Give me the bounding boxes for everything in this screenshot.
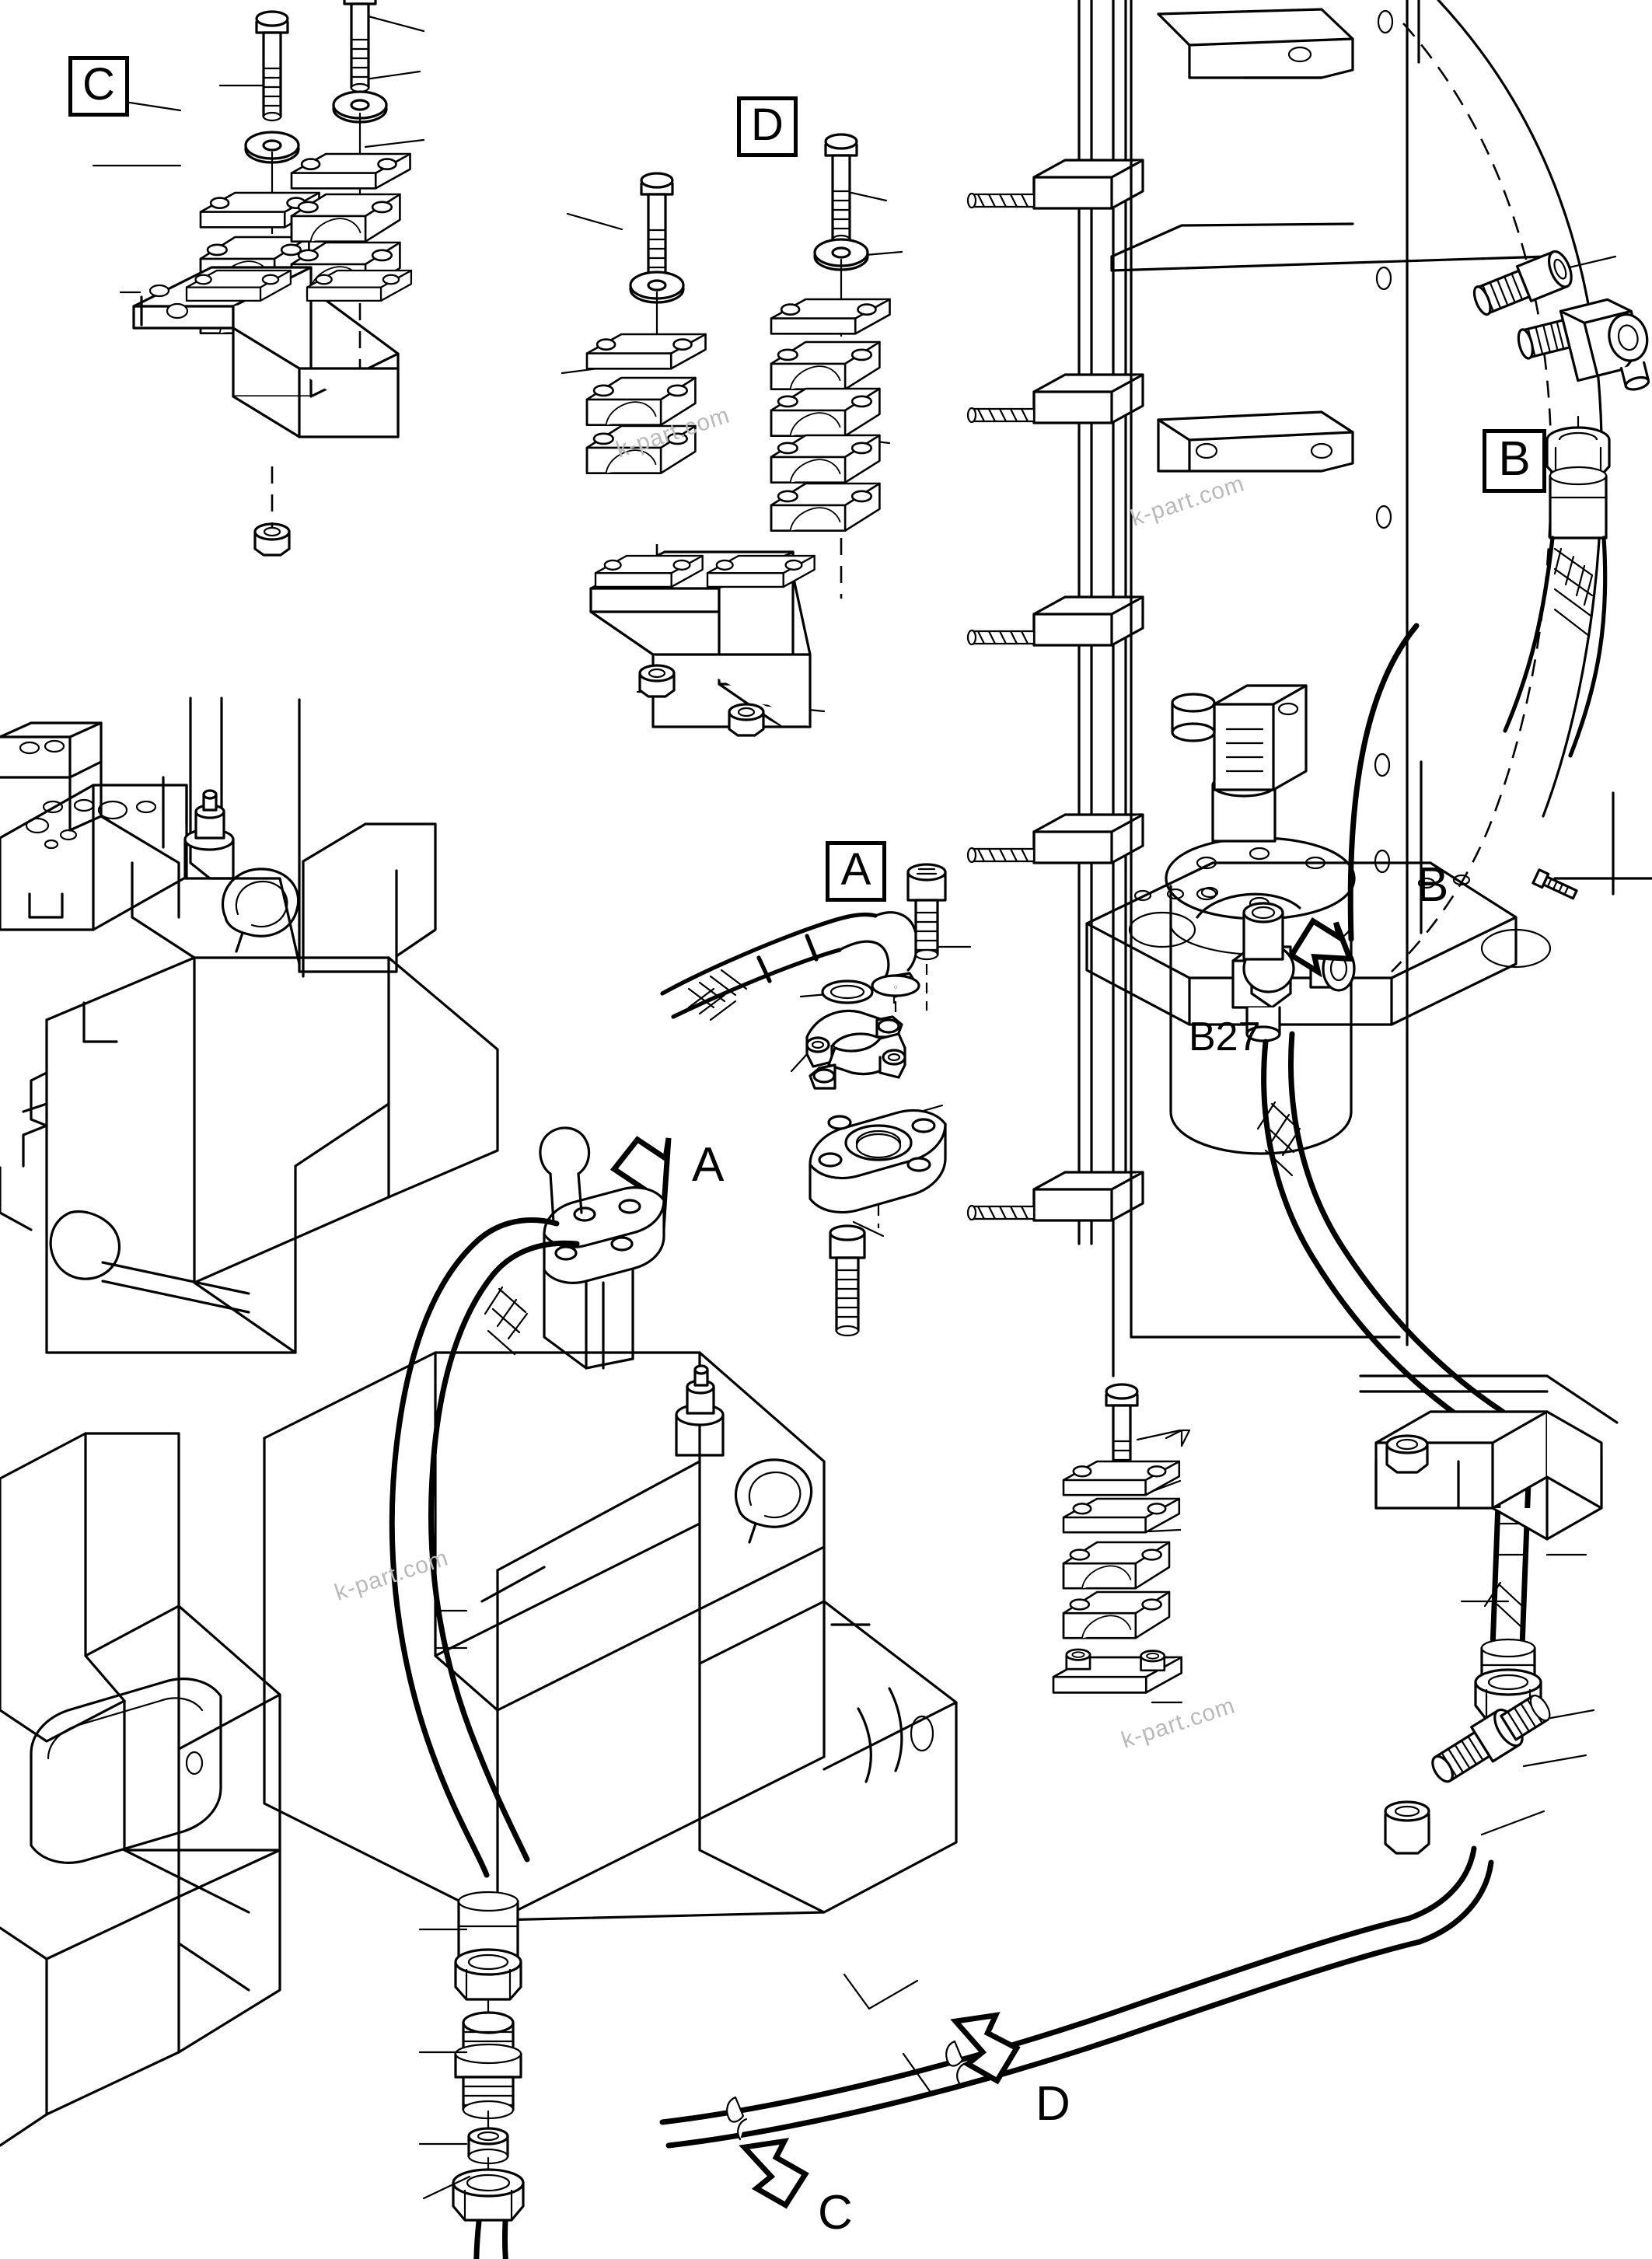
callout-b-pointer (1287, 623, 1420, 978)
frame-clip (966, 159, 1144, 210)
detail-box-c-label: C (82, 59, 115, 110)
ref-letter-c: C (818, 2186, 853, 2240)
frame-structure (966, 0, 1652, 1377)
part-id-b27: B27 (1189, 1014, 1261, 1060)
ref-letter-d: D (1036, 2077, 1070, 2131)
detail-a-assembly (660, 863, 972, 1337)
detail-c-assembly (92, 0, 425, 557)
frame-clip (966, 373, 1144, 424)
detail-b-assembly (1472, 250, 1650, 758)
frame-clip (966, 595, 1144, 647)
detail-box-b: B (1483, 429, 1546, 493)
ref-letter-b: B (1416, 858, 1449, 912)
detail-box-c: C (68, 56, 129, 117)
detail-a-hose (660, 911, 920, 1021)
detail-a-split-flange (805, 1009, 906, 1090)
detail-d-bracket (589, 550, 816, 728)
detail-box-d: D (737, 96, 798, 157)
pump-assembly (0, 697, 958, 2147)
detail-box-b-label: B (1498, 432, 1531, 486)
callout-d-pointer (950, 2012, 1021, 2085)
pump-port-fitting-a (539, 1126, 665, 1370)
frame-clip (966, 813, 1144, 864)
detail-box-a: A (826, 841, 886, 902)
detail-box-a-label: A (840, 844, 871, 895)
tube-mount-block (1359, 1374, 1619, 1603)
detail-c-bracket (132, 266, 413, 438)
detail-a-cover-plate (809, 1109, 947, 1214)
ref-letter-a: A (692, 1138, 725, 1192)
detail-d-assembly (561, 133, 903, 737)
callout-c-pointer (739, 2138, 809, 2209)
frame-clip (966, 1171, 1144, 1222)
detail-box-d-label: D (751, 100, 784, 150)
filter-and-deck (1085, 684, 1552, 1155)
lower-clamp-stack (1052, 1374, 1619, 1704)
